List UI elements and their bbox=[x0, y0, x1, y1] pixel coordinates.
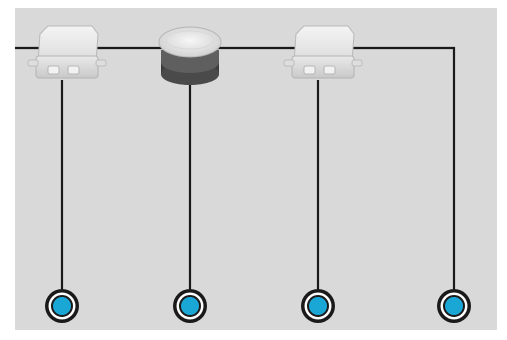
junction-box-icon bbox=[283, 25, 363, 79]
terminals bbox=[45, 289, 471, 323]
round-junction-box-icon bbox=[158, 26, 222, 85]
connection-point-icon bbox=[45, 289, 79, 323]
junction-box-icon bbox=[27, 25, 107, 79]
connection-point-icon bbox=[301, 289, 335, 323]
connection-point-icon bbox=[437, 289, 471, 323]
connection-point-icon bbox=[173, 289, 207, 323]
